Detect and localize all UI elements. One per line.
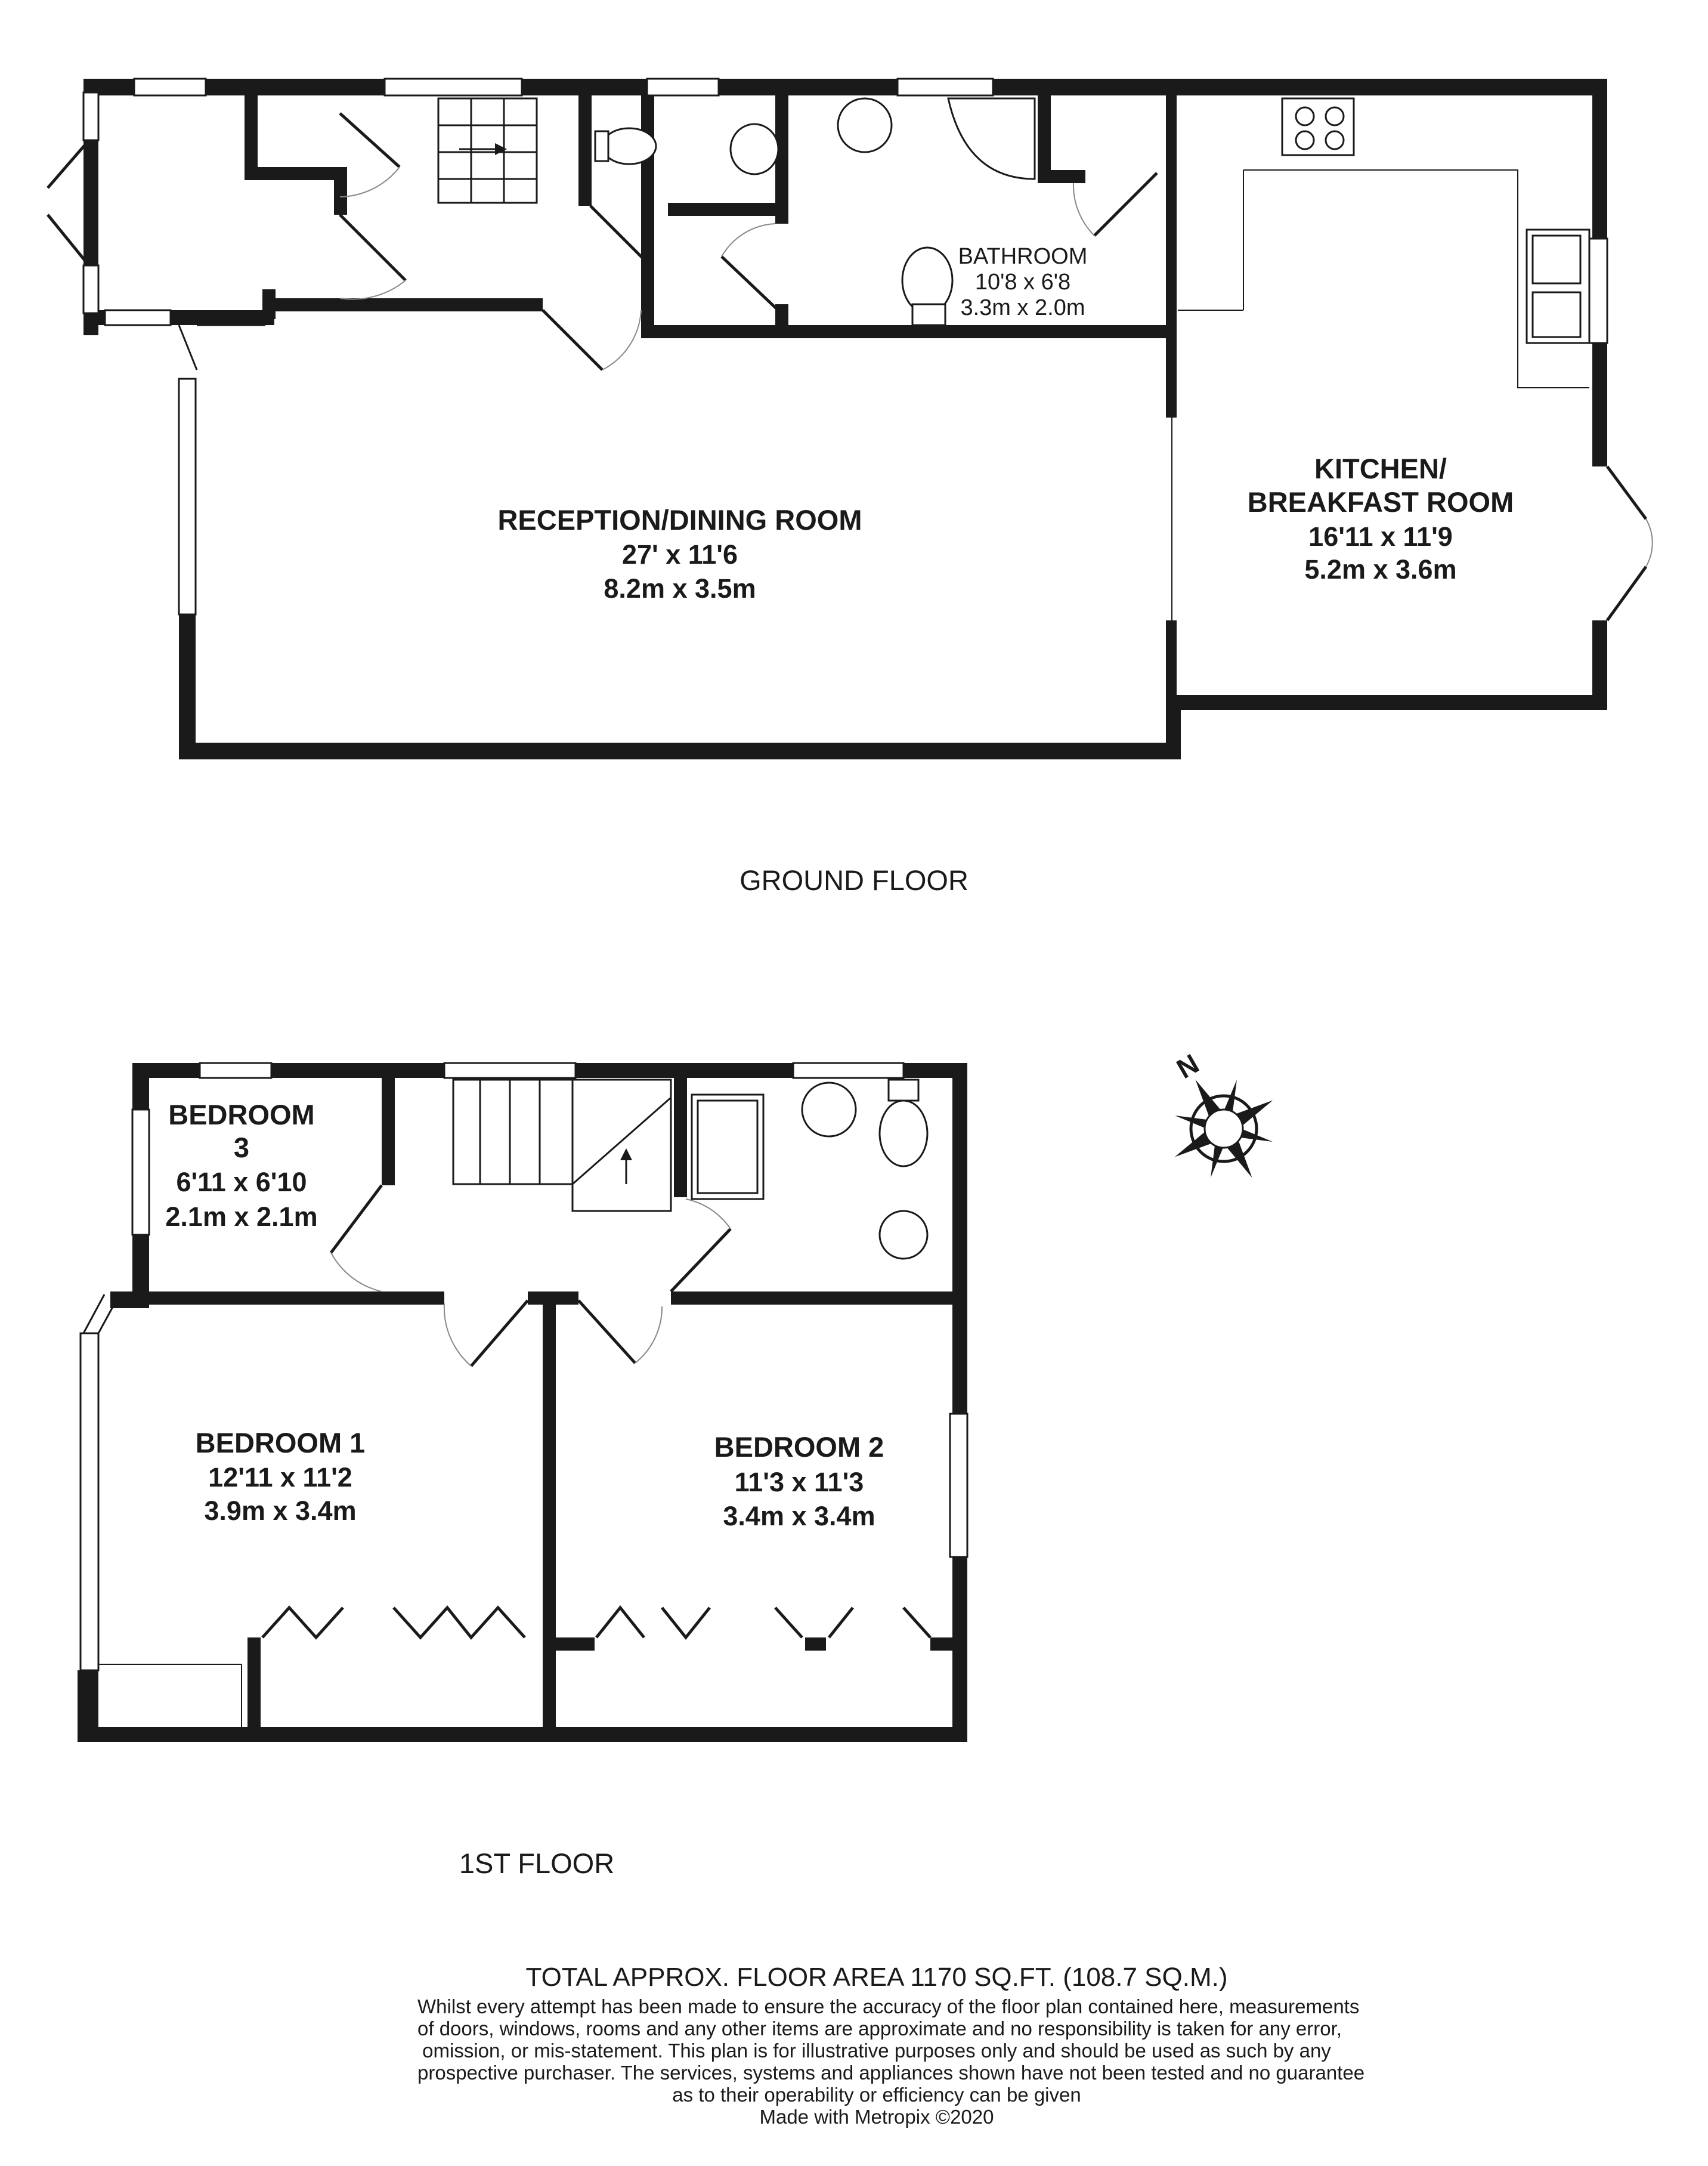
compass-north-label: N bbox=[1171, 1048, 1204, 1084]
kitchen-dims-imperial: 16'11 x 11'9 bbox=[1308, 521, 1453, 552]
first-floor-windows bbox=[79, 1062, 969, 1671]
disclaimer-line: of doors, windows, rooms and any other i… bbox=[417, 2017, 1342, 2040]
first-floor-label: 1ST FLOOR bbox=[459, 1847, 614, 1879]
bedroom2-dims-imperial: 11'3 x 11'3 bbox=[735, 1467, 864, 1497]
disclaimer-line: as to their operability or efficiency ca… bbox=[672, 2084, 1081, 2106]
bathroom-dims-metric: 3.3m x 2.0m bbox=[960, 295, 1085, 320]
ground-floor-fixtures bbox=[594, 97, 1591, 620]
room-label-bedroom3: BEDROOM 3 6'11 x 6'10 2.1m x 2.1m bbox=[165, 1099, 317, 1232]
disclaimer-line: Whilst every attempt has been made to en… bbox=[417, 1995, 1360, 2017]
disclaimer-line: prospective purchaser. The services, sys… bbox=[417, 2062, 1365, 2084]
porch-bay bbox=[47, 142, 265, 370]
bedroom1-name: BEDROOM 1 bbox=[196, 1427, 366, 1459]
disclaimer-line: omission, or mis-statement. This plan is… bbox=[422, 2040, 1331, 2062]
ground-floor-interior-walls bbox=[245, 95, 1166, 338]
bedroom3-dims-metric: 2.1m x 2.1m bbox=[165, 1201, 317, 1232]
first-floor-interior-walls bbox=[98, 1078, 963, 1736]
credit: Made with Metropix ©2020 bbox=[759, 2106, 994, 2128]
kitchen-name-line2: BREAKFAST ROOM bbox=[1248, 486, 1514, 518]
first-floor-outer-walls bbox=[78, 1063, 967, 1742]
kitchen-dims-metric: 5.2m x 3.6m bbox=[1304, 554, 1456, 585]
bedroom3-dims-imperial: 6'11 x 6'10 bbox=[176, 1167, 307, 1197]
bedroom1-dims-imperial: 12'11 x 11'2 bbox=[208, 1462, 352, 1493]
wardrobe-doors bbox=[261, 1605, 932, 1640]
ground-floor-windows bbox=[82, 78, 1608, 616]
bedroom3-name-line1: BEDROOM bbox=[168, 1099, 314, 1130]
ground-floor-label: GROUND FLOOR bbox=[739, 864, 969, 896]
room-label-bedroom2: BEDROOM 2 11'3 x 11'3 3.4m x 3.4m bbox=[714, 1431, 884, 1531]
bathroom-name: BATHROOM bbox=[958, 244, 1088, 269]
first-floor-plan: BEDROOM 3 6'11 x 6'10 2.1m x 2.1m BEDROO… bbox=[78, 1062, 969, 1879]
bathroom-dims-imperial: 10'8 x 6'8 bbox=[975, 270, 1070, 295]
ground-floor-outer-walls bbox=[83, 79, 1607, 759]
kitchen-name-line1: KITCHEN/ bbox=[1314, 453, 1447, 484]
bedroom3-name-line2: 3 bbox=[234, 1132, 249, 1163]
reception-name: RECEPTION/DINING ROOM bbox=[497, 504, 862, 536]
bedroom2-name: BEDROOM 2 bbox=[714, 1431, 884, 1463]
reception-dims-metric: 8.2m x 3.5m bbox=[604, 573, 756, 604]
reception-dims-imperial: 27' x 11'6 bbox=[622, 539, 738, 570]
bedroom1-dims-metric: 3.9m x 3.4m bbox=[204, 1496, 356, 1526]
room-label-bathroom: BATHROOM 10'8 x 6'8 3.3m x 2.0m bbox=[958, 244, 1088, 320]
bedroom2-dims-metric: 3.4m x 3.4m bbox=[723, 1501, 875, 1531]
first-floor-staircase bbox=[452, 1079, 672, 1212]
compass-rose-icon: N bbox=[1171, 1048, 1273, 1178]
disclaimer: Whilst every attempt has been made to en… bbox=[417, 1995, 1365, 2128]
first-floor-fixtures bbox=[691, 1079, 929, 1260]
ground-floor-plan: BATHROOM 10'8 x 6'8 3.3m x 2.0m RECEPTIO… bbox=[47, 78, 1653, 896]
ground-floor-doors bbox=[339, 112, 1653, 622]
total-floor-area: TOTAL APPROX. FLOOR AREA 1170 SQ.FT. (10… bbox=[525, 1963, 1228, 1992]
room-label-bedroom1: BEDROOM 1 12'11 x 11'2 3.9m x 3.4m bbox=[196, 1427, 366, 1526]
first-floor-doors bbox=[330, 1184, 732, 1367]
room-label-reception: RECEPTION/DINING ROOM 27' x 11'6 8.2m x … bbox=[497, 504, 862, 604]
room-label-kitchen: KITCHEN/ BREAKFAST ROOM 16'11 x 11'9 5.2… bbox=[1248, 453, 1514, 585]
ground-floor-staircase bbox=[437, 97, 538, 204]
